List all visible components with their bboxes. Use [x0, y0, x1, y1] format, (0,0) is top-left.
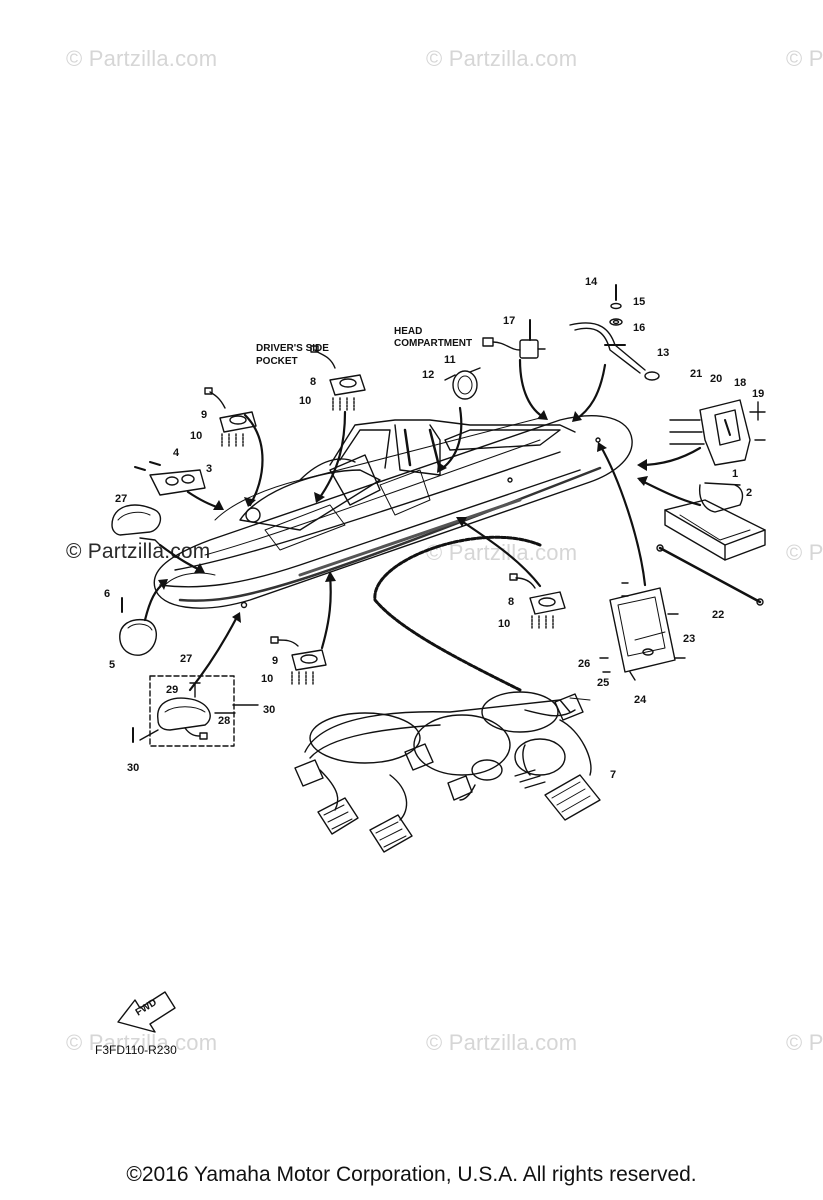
- callout-30a: 30: [263, 704, 275, 716]
- watermark-top-left: © Partzilla.com: [66, 46, 218, 71]
- light-assembly-left: [204, 387, 257, 447]
- light-assembly-mid: [509, 573, 566, 629]
- callout-21: 21: [690, 368, 702, 380]
- watermark-mid-right: © P: [786, 540, 823, 565]
- callout-12: 12: [422, 369, 434, 381]
- callout-10d: 10: [261, 673, 273, 685]
- callout-3: 3: [206, 463, 212, 475]
- callout-8a: 8: [310, 376, 316, 388]
- callout-18: 18: [734, 377, 746, 389]
- callout-25: 25: [597, 677, 609, 689]
- callout-7: 7: [610, 769, 616, 781]
- callout-17: 17: [503, 315, 515, 327]
- head-compartment-label-2: COMPARTMENT: [394, 338, 472, 349]
- switch-bracket: [669, 399, 766, 466]
- sensor: [482, 319, 546, 359]
- callout-15: 15: [633, 296, 645, 308]
- battery-tray: [664, 482, 766, 561]
- callout-5: 5: [109, 659, 115, 671]
- watermark-top-right: © P: [786, 46, 823, 71]
- diagram-code: F3FD110-R230: [95, 1043, 177, 1057]
- callout-29: 29: [166, 684, 178, 696]
- windshield: [329, 419, 576, 476]
- watermark-bottom-left: © Partzilla.com: [66, 1030, 218, 1055]
- callout-10a: 10: [299, 395, 311, 407]
- light-assembly-top: [310, 345, 366, 411]
- wire-harness: [294, 691, 601, 853]
- drivers-side-pocket-label: DRIVER'S SIDE: [256, 343, 329, 354]
- callout-13: 13: [657, 347, 669, 359]
- callout-26: 26: [578, 658, 590, 670]
- callout-28: 28: [218, 715, 230, 727]
- callout-9a: 9: [201, 409, 207, 421]
- light-kit: [132, 675, 259, 747]
- speaker: [444, 367, 481, 400]
- callout-27b: 27: [180, 653, 192, 665]
- light-assembly-bottom: [270, 636, 327, 685]
- watermark-bottom-right: © P: [786, 1030, 823, 1055]
- drivers-side-pocket-label-2: POCKET: [256, 356, 298, 367]
- tie-rod: [656, 544, 764, 606]
- callout-2: 2: [746, 487, 752, 499]
- fwd-label: FWD: [134, 997, 159, 1018]
- callout-4: 4: [173, 447, 180, 459]
- callout-6: 6: [104, 588, 110, 600]
- grommets: [134, 461, 206, 496]
- watermark-top-center: © Partzilla.com: [426, 46, 578, 71]
- callout-27a: 27: [115, 493, 127, 505]
- callout-10b: 10: [190, 430, 202, 442]
- head-compartment-label: HEAD: [394, 326, 422, 337]
- fwd-arrow: [117, 991, 176, 1033]
- ground-cable: [569, 284, 660, 381]
- boat-hull: [153, 415, 633, 609]
- callout-24: 24: [634, 694, 647, 706]
- callout-20: 20: [710, 373, 722, 385]
- stern-light: [119, 597, 157, 656]
- callout-14: 14: [585, 276, 598, 288]
- nav-light-top: [111, 504, 162, 546]
- callout-22: 22: [712, 609, 724, 621]
- callout-8b: 8: [508, 596, 514, 608]
- callout-10c: 10: [498, 618, 510, 630]
- callout-16: 16: [633, 322, 645, 334]
- callout-19: 19: [752, 388, 764, 400]
- callout-11: 11: [444, 354, 456, 366]
- watermark-bottom-center: © Partzilla.com: [426, 1030, 578, 1055]
- callout-30b: 30: [127, 762, 139, 774]
- routing-lines: [143, 358, 702, 692]
- arrow-heads: [158, 410, 648, 623]
- callout-9b: 9: [272, 655, 278, 667]
- copyright-notice: ©2016 Yamaha Motor Corporation, U.S.A. A…: [126, 1163, 697, 1186]
- callout-23: 23: [683, 633, 695, 645]
- callout-1: 1: [732, 468, 738, 480]
- control-unit: [599, 582, 686, 681]
